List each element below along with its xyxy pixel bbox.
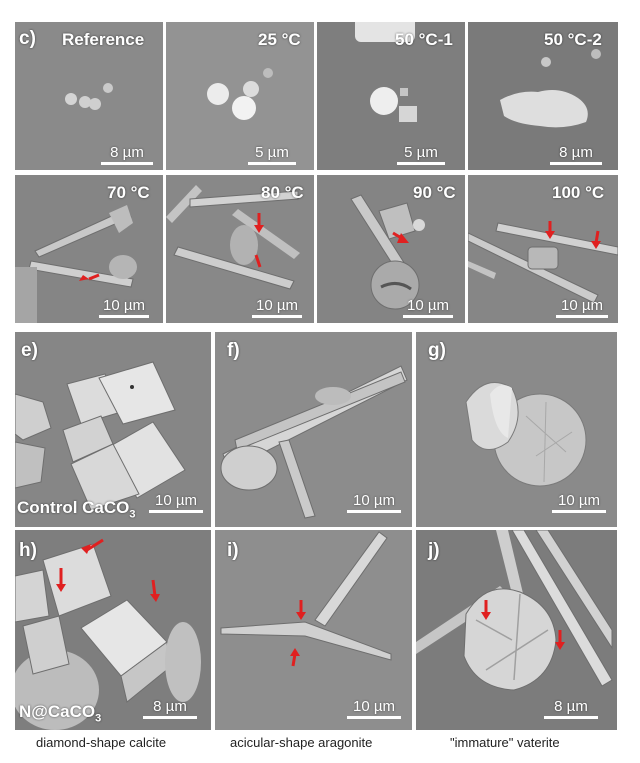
scale-bar: 10 µm (347, 492, 401, 513)
scale-label: 10 µm (561, 297, 603, 314)
scale-bar: 8 µm (101, 144, 153, 165)
scale-label: 10 µm (103, 297, 145, 314)
panel-title: 25 °C (258, 30, 301, 49)
panel-25c: 25 °C 5 µm (166, 22, 314, 170)
scale-label: 10 µm (155, 492, 197, 509)
panel-letter: e) (21, 340, 38, 361)
panel-g: g) 10 µm (416, 332, 617, 527)
panel-70c: 70 °C 10 µm (15, 175, 163, 323)
sem-image-80c (166, 175, 314, 323)
scale-bar: 8 µm (544, 698, 598, 719)
panel-title: 100 °C (552, 183, 605, 202)
scale-bar: 10 µm (252, 297, 302, 318)
panel-100c: 100 °C 10 µm (468, 175, 618, 323)
panel-letter: c) (19, 28, 36, 49)
panel-title: 90 °C (413, 183, 456, 202)
scale-label: 10 µm (256, 297, 298, 314)
sample-label-main: Control CaCO (17, 498, 130, 517)
panel-50c-1: 50 °C-1 5 µm (317, 22, 465, 170)
sample-label-main: N@CaCO (19, 702, 96, 721)
scale-label: 10 µm (407, 297, 449, 314)
sem-image-100c (468, 175, 618, 323)
scale-label: 10 µm (353, 492, 395, 509)
panel-letter: h) (19, 540, 37, 561)
sem-image-acicular (215, 332, 412, 527)
panel-h: h) N@CaCO3 8 µm (15, 530, 211, 730)
panel-j: j) 8 µm (416, 530, 617, 730)
sample-label-subscript: 3 (95, 712, 102, 725)
panel-title: Reference (62, 30, 145, 49)
panel-letter: j) (428, 540, 440, 561)
scale-bar: 10 µm (99, 297, 149, 318)
scale-label: 8 µm (554, 698, 588, 715)
scale-label: 10 µm (558, 492, 600, 509)
caption-vaterite: "immature" vaterite (450, 735, 560, 750)
sample-label-subscript: 3 (129, 508, 136, 521)
scale-label: 8 µm (110, 144, 144, 161)
panel-title: 50 °C-2 (544, 30, 602, 49)
scale-bar: 10 µm (403, 297, 453, 318)
scale-label: 5 µm (255, 144, 289, 161)
panel-title: 70 °C (107, 183, 150, 202)
panel-f: f) 10 µm (215, 332, 412, 527)
sample-label: Control CaCO3 (17, 498, 136, 520)
scale-bar: 10 µm (149, 492, 203, 513)
panel-letter: f) (227, 340, 240, 361)
sem-image-vaterite (416, 332, 617, 527)
panel-50c-2: 50 °C-2 8 µm (468, 22, 618, 170)
sem-image-25c (166, 22, 314, 170)
scale-label: 8 µm (559, 144, 593, 161)
sem-image-70c (15, 175, 163, 323)
scale-bar: 8 µm (143, 698, 197, 719)
panel-letter: i) (227, 540, 239, 561)
panel-letter: g) (428, 340, 446, 361)
scale-bar: 8 µm (550, 144, 602, 165)
sem-image-control-caco3 (15, 332, 211, 527)
sem-image-n-caco3 (15, 530, 211, 730)
scale-label: 10 µm (353, 698, 395, 715)
panel-i: i) 10 µm (215, 530, 412, 730)
scale-bar: 10 µm (556, 297, 608, 318)
panel-e: e) Control CaCO3 10 µm (15, 332, 211, 527)
panel-80c: 80 °C 10 µm (166, 175, 314, 323)
sem-image-reference (15, 22, 163, 170)
caption-aragonite: acicular-shape aragonite (230, 735, 373, 750)
scale-bar: 10 µm (552, 492, 606, 513)
sem-image-immature-vaterite (416, 530, 617, 730)
panel-title: 80 °C (261, 183, 304, 202)
sem-image-50c-1 (317, 22, 465, 170)
scale-bar: 5 µm (248, 144, 296, 165)
scale-label: 8 µm (153, 698, 187, 715)
sem-image-aragonite (215, 530, 412, 730)
panel-90c: 90 °C 10 µm (317, 175, 465, 323)
caption-calcite: diamond-shape calcite (36, 735, 167, 750)
scale-bar: 5 µm (397, 144, 445, 165)
scale-bar: 10 µm (347, 698, 401, 719)
panel-title: 50 °C-1 (395, 30, 453, 49)
sample-label: N@CaCO3 (19, 702, 101, 724)
sem-image-90c (317, 175, 465, 323)
sem-image-50c-2 (468, 22, 618, 170)
panel-reference: c) Reference 8 µm (15, 22, 163, 170)
scale-label: 5 µm (404, 144, 438, 161)
